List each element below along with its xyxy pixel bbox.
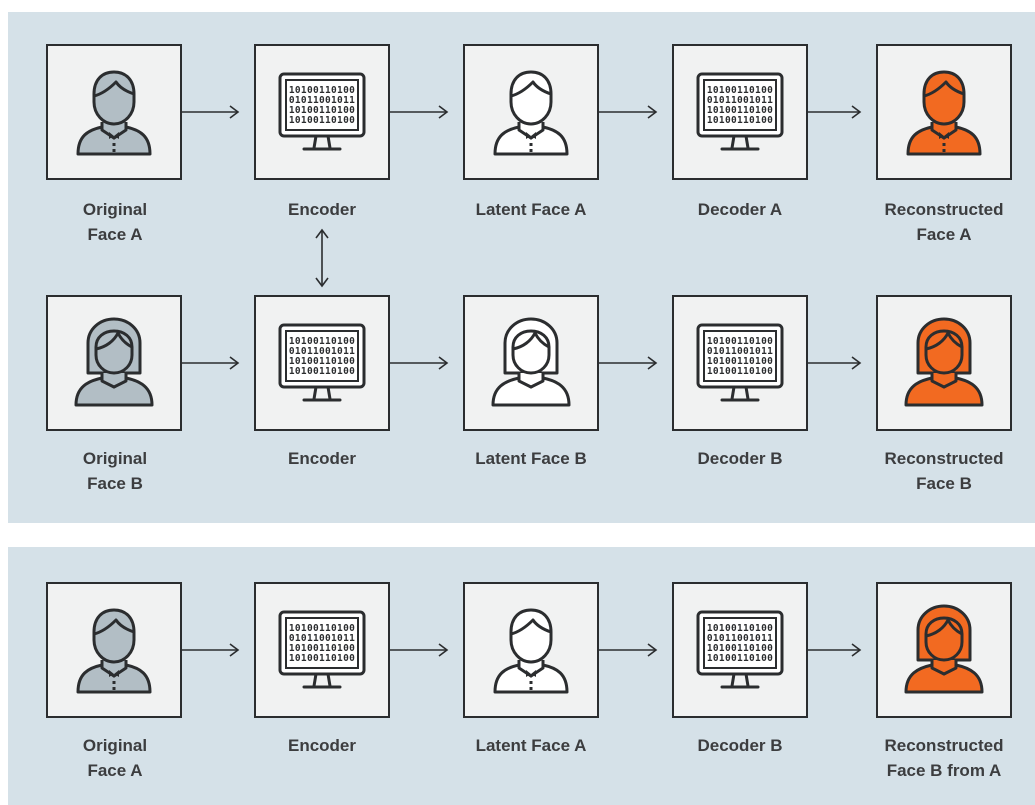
original-face-b-box — [46, 295, 182, 431]
svg-text:10100110100: 10100110100 — [289, 336, 355, 347]
latent-face-a-label: Latent Face A — [475, 200, 587, 219]
reconstructed-face-a-label: Reconstructed Face A — [884, 200, 1004, 244]
male-person-icon — [493, 70, 569, 156]
reconstructed-face-b-box — [876, 295, 1012, 431]
svg-text:10100110100: 10100110100 — [289, 356, 355, 367]
svg-text:10100110100: 10100110100 — [289, 105, 355, 116]
computer-monitor-binary-icon: 1010011010001011001011101001101001010011… — [696, 72, 784, 151]
male-person-icon — [906, 70, 982, 156]
svg-text:01011001011: 01011001011 — [707, 346, 773, 357]
reconstructed-face-a-box — [876, 44, 1012, 180]
svg-text:10100110100: 10100110100 — [289, 85, 355, 96]
svg-text:10100110100: 10100110100 — [707, 366, 773, 377]
latent-face-a-box — [463, 582, 599, 718]
computer-monitor-binary-icon: 1010011010001011001011101001101001010011… — [696, 610, 784, 689]
male-person-icon — [76, 70, 152, 156]
svg-text:10100110100: 10100110100 — [289, 643, 355, 654]
decoder-b-label: Decoder B — [697, 736, 783, 755]
encoder-label: Encoder — [287, 736, 357, 755]
svg-text:10100110100: 10100110100 — [707, 105, 773, 116]
computer-monitor-binary-icon: 1010011010001011001011101001101001010011… — [278, 72, 366, 151]
female-person-icon — [904, 317, 984, 407]
reconstructed-face-b-from-a-box — [876, 582, 1012, 718]
original-face-a-label: Original Face A — [82, 200, 148, 244]
svg-text:10100110100: 10100110100 — [289, 623, 355, 634]
reconstructed-face-b-from-a-label: Reconstructed Face B from A — [884, 736, 1004, 780]
svg-text:10100110100: 10100110100 — [707, 336, 773, 347]
original-face-a-label: Original Face A — [82, 736, 148, 780]
svg-text:10100110100: 10100110100 — [707, 643, 773, 654]
svg-text:10100110100: 10100110100 — [289, 366, 355, 377]
female-person-icon — [904, 604, 984, 694]
original-face-a-box — [46, 44, 182, 180]
computer-monitor-binary-icon: 1010011010001011001011101001101001010011… — [696, 323, 784, 402]
svg-text:01011001011: 01011001011 — [289, 95, 355, 106]
svg-text:10100110100: 10100110100 — [707, 85, 773, 96]
svg-text:10100110100: 10100110100 — [707, 653, 773, 664]
latent-face-a-box — [463, 44, 599, 180]
svg-text:01011001011: 01011001011 — [707, 95, 773, 106]
encoder-label: Encoder — [287, 200, 357, 219]
decoder-b-label: Decoder B — [697, 449, 783, 468]
female-person-icon — [491, 317, 571, 407]
female-person-icon — [74, 317, 154, 407]
svg-text:10100110100: 10100110100 — [289, 115, 355, 126]
computer-monitor-binary-icon: 1010011010001011001011101001101001010011… — [278, 610, 366, 689]
svg-text:10100110100: 10100110100 — [289, 653, 355, 664]
original-face-a-box — [46, 582, 182, 718]
computer-monitor-binary-icon: 1010011010001011001011101001101001010011… — [278, 323, 366, 402]
male-person-icon — [493, 608, 569, 694]
svg-text:01011001011: 01011001011 — [707, 633, 773, 644]
latent-face-b-label: Latent Face B — [475, 449, 587, 468]
original-face-b-label: Original Face B — [82, 449, 148, 493]
svg-text:10100110100: 10100110100 — [707, 115, 773, 126]
male-person-icon — [76, 608, 152, 694]
svg-text:01011001011: 01011001011 — [289, 633, 355, 644]
svg-text:10100110100: 10100110100 — [707, 623, 773, 634]
latent-face-b-box — [463, 295, 599, 431]
reconstructed-face-b-label: Reconstructed Face B — [884, 449, 1004, 493]
svg-text:01011001011: 01011001011 — [289, 346, 355, 357]
encoder-label: Encoder — [287, 449, 357, 468]
latent-face-a-label: Latent Face A — [475, 736, 587, 755]
decoder-a-label: Decoder A — [697, 200, 783, 219]
svg-text:10100110100: 10100110100 — [707, 356, 773, 367]
